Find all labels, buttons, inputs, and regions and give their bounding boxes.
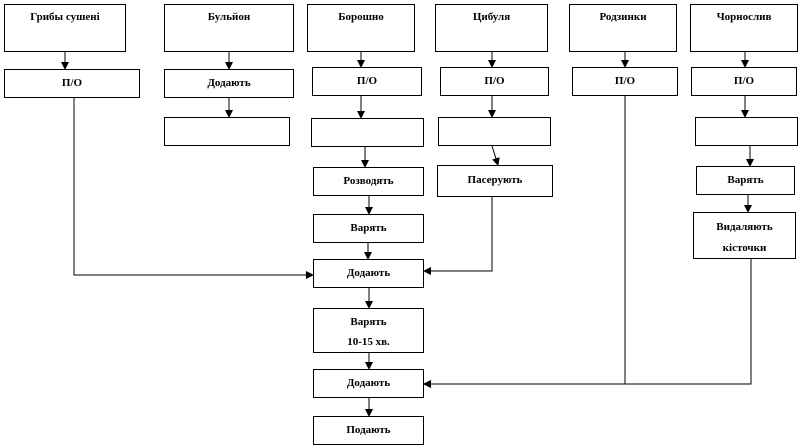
- node-broth: Бульйон: [164, 4, 294, 52]
- node-label: Грибы сушені: [30, 11, 100, 23]
- node-label: П/О: [614, 75, 636, 87]
- node-label: П/О: [356, 75, 378, 87]
- node-boil: Варять: [313, 214, 424, 243]
- node-label: Додають: [346, 267, 391, 279]
- node-empty-step-flour: [311, 118, 424, 147]
- node-add: Додають: [313, 259, 424, 288]
- node-empty-step-onion: [438, 117, 551, 146]
- node-label: Родзинки: [599, 11, 647, 23]
- node-empty-step-prunes: [695, 117, 798, 146]
- node-add-broth: Додають: [164, 69, 294, 98]
- node-primary-processing-flour: П/О: [312, 67, 422, 96]
- edge-saute-to-add1: [423, 197, 493, 275]
- node-label-line1: Варять: [350, 316, 387, 328]
- node-label: П/О: [733, 75, 755, 87]
- node-label: Варять: [727, 174, 764, 186]
- node-label: Пасерують: [467, 174, 523, 186]
- node-label: Цибуля: [472, 11, 511, 23]
- node-primary-processing-onion: П/О: [440, 67, 549, 96]
- node-remove-pits: Видаляють кісточки: [693, 212, 796, 259]
- node-label: Чорнослив: [716, 11, 772, 23]
- node-prunes: Чорнослив: [690, 4, 798, 52]
- node-primary-processing-raisins: П/О: [572, 67, 678, 96]
- node-dilute: Розводять: [313, 167, 424, 196]
- node-label: П/О: [484, 75, 505, 87]
- node-label: П/О: [61, 77, 83, 89]
- node-label: Додають: [346, 377, 391, 389]
- edge-remove_pits-to-add2: [423, 259, 752, 388]
- node-label: Подають: [346, 424, 391, 436]
- node-label: Додають: [207, 77, 251, 89]
- node-raisins: Родзинки: [569, 4, 677, 52]
- node-label: Бульйон: [207, 11, 251, 23]
- node-primary-processing-mushrooms: П/О: [4, 69, 140, 98]
- node-label-line2: кісточки: [722, 242, 767, 254]
- node-onion: Цибуля: [435, 4, 548, 52]
- node-serve: Подають: [313, 416, 424, 445]
- node-boil-10-15-min: Варять 10-15 хв.: [313, 308, 424, 353]
- edge-po1-to-add1: [73, 98, 314, 279]
- edge-blank_onion-to-saute: [491, 145, 500, 166]
- node-boil-prunes: Варять: [696, 166, 795, 195]
- node-label-line2: 10-15 хв.: [347, 336, 390, 348]
- node-label: Варять: [350, 222, 387, 234]
- node-flour: Борошно: [307, 4, 415, 52]
- node-dried-mushrooms: Грибы сушені: [4, 4, 126, 52]
- node-saute: Пасерують: [437, 165, 553, 197]
- node-label: Розводять: [343, 175, 394, 187]
- node-label-line1: Видаляють: [716, 221, 773, 233]
- node-add-final: Додають: [313, 369, 424, 398]
- node-label: Борошно: [338, 11, 384, 23]
- node-primary-processing-prunes: П/О: [691, 67, 797, 96]
- node-empty-step-broth: [164, 117, 290, 146]
